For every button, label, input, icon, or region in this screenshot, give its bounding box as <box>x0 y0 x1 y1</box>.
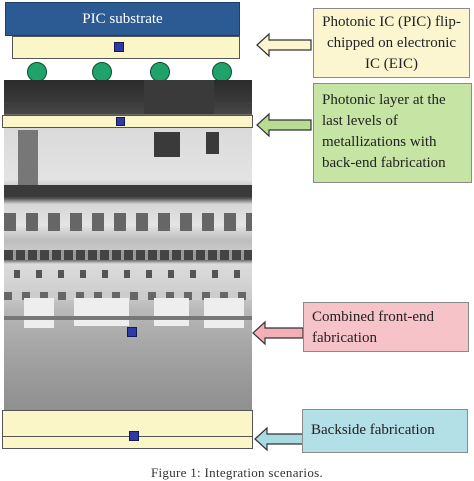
backside-layer <box>2 410 253 449</box>
pic-substrate: PIC substrate <box>5 2 240 36</box>
callout-combined-front-end: Combined front-end fabrication <box>303 302 469 352</box>
arrow-pic-icon <box>256 32 312 58</box>
eic-metal-band <box>4 104 252 114</box>
photonic-layer-strip <box>2 115 253 128</box>
callout-backside-fabrication: Backside fabrication <box>302 409 468 453</box>
solder-bump-icon <box>150 62 170 82</box>
eic-device <box>74 298 129 326</box>
eic-metal-band <box>4 250 252 260</box>
backside-divider <box>2 436 253 437</box>
arrow-combined-icon <box>252 320 304 346</box>
eic-via <box>18 130 38 185</box>
callout-photonic-layer: Photonic layer at the last levels of met… <box>313 83 472 183</box>
eic-device <box>24 298 54 328</box>
eic-contact-row <box>4 292 252 300</box>
figure-caption: Figure 1: Integration scenarios. <box>150 465 324 480</box>
eic-device <box>204 298 244 328</box>
eic-via <box>154 132 180 157</box>
solder-bump-icon <box>212 62 232 82</box>
waveguide-icon <box>129 431 139 441</box>
solder-bump-icon <box>92 62 112 82</box>
arrow-photonic-icon <box>256 112 312 138</box>
eic-cross-section <box>4 80 252 412</box>
eic-plug-row <box>4 213 252 231</box>
waveguide-icon <box>116 117 125 126</box>
eic-via <box>206 132 219 154</box>
waveguide-icon <box>127 327 137 337</box>
pic-photonic-layer <box>12 36 240 59</box>
eic-contact-row <box>14 270 252 278</box>
eic-device <box>154 298 189 326</box>
solder-bump-icon <box>27 62 47 82</box>
eic-gate-line <box>4 316 252 320</box>
waveguide-icon <box>114 42 124 52</box>
eic-metal-band <box>4 185 252 197</box>
callout-pic-flip-chip: Photonic IC (PIC) flip-chipped on electr… <box>313 8 470 78</box>
arrow-backside-icon <box>254 426 304 452</box>
